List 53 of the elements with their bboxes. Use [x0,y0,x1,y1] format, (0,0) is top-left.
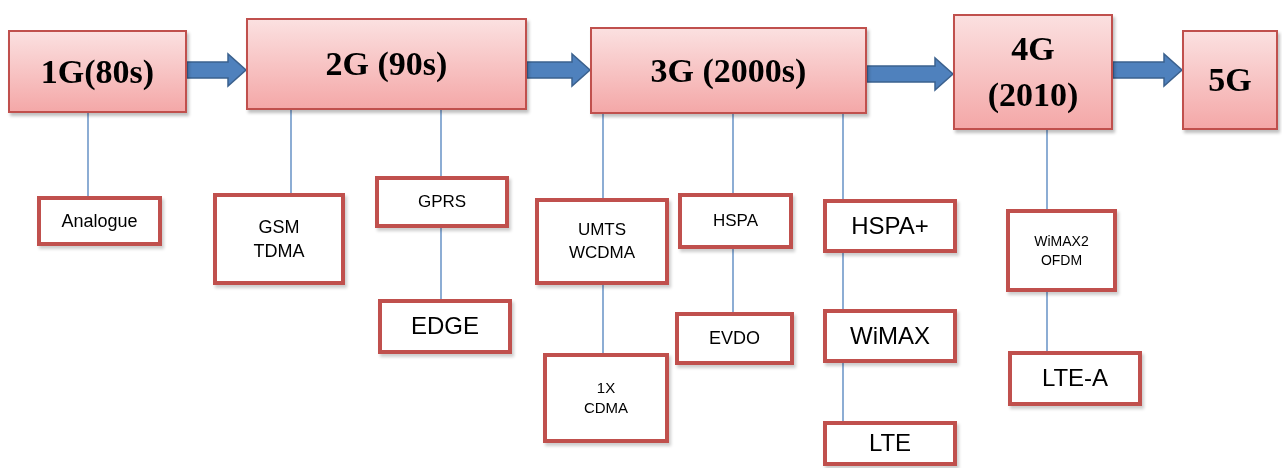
connector-line [842,362,844,422]
technology-label: LTE-A [1041,363,1109,394]
connector-line [842,113,844,200]
block-arrow [186,52,248,88]
generation-box [590,27,867,114]
connector-line [602,284,604,354]
block-arrow [526,52,592,88]
technology-label: 1X CDMA [582,377,630,418]
generation-label: 5G [1208,60,1252,101]
technology-box [37,196,162,246]
connector-line [1046,129,1048,210]
connector-line [842,252,844,310]
technology-label: EDGE [411,311,479,342]
connector-line [440,109,442,177]
technology-box [378,299,512,354]
connector-line [440,227,442,300]
connector-line [732,113,734,194]
generation-label: 4G (2010) [986,29,1080,115]
connector-line [290,109,292,194]
block-arrow [866,56,955,92]
block-arrow [1112,52,1184,88]
connector-line [602,113,604,199]
technology-box [1008,351,1142,406]
generation-box [246,18,527,110]
technology-label: WiMAX [850,320,930,351]
generation-box [1182,30,1278,130]
technology-box [535,198,669,285]
technology-label: GSM TDMA [252,215,306,263]
technology-box [1006,209,1117,292]
technology-label: HSPA [712,209,758,232]
technology-box [678,193,793,249]
generation-label: 1G(80s) [40,51,155,92]
technology-box [543,353,669,443]
technology-label: Analogue [61,209,138,233]
connector-line [87,112,89,197]
technology-box [213,193,345,285]
technology-label: EVDO [709,327,760,351]
technology-box [823,199,957,253]
generation-box [8,30,187,113]
technology-box [823,421,957,466]
technology-label: HSPA+ [851,210,929,241]
connector-line [732,248,734,313]
technology-label: LTE [868,428,912,459]
technology-label: UMTS WCDMA [567,218,637,264]
technology-label: WiMAX2 OFDM [1033,231,1090,270]
connector-line [1046,291,1048,352]
technology-box [823,309,957,363]
generation-box [953,14,1113,130]
generation-label: 2G (90s) [325,44,448,85]
technology-box [675,312,794,365]
generation-label: 3G (2000s) [650,50,807,91]
technology-label: GPRS [417,190,467,213]
technology-box [375,176,509,228]
